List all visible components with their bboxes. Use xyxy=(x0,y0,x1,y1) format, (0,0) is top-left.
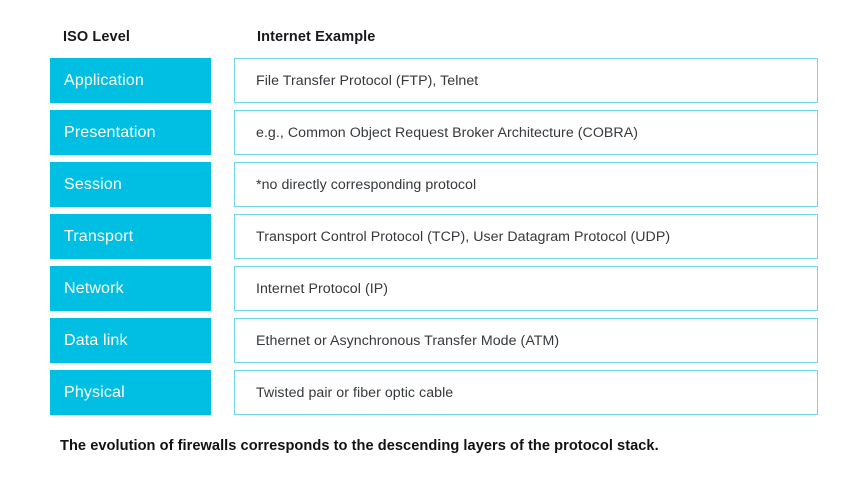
table-header-row: ISO Level Internet Example xyxy=(50,29,818,51)
row-gap xyxy=(211,214,234,259)
level-chip-physical: Physical xyxy=(50,370,211,415)
level-chip-label: Physical xyxy=(64,383,125,401)
diagram-caption: The evolution of firewalls corresponds t… xyxy=(60,438,659,454)
row-gap xyxy=(211,266,234,311)
example-box-presentation: e.g., Common Object Request Broker Archi… xyxy=(234,110,818,155)
example-box-physical: Twisted pair or fiber optic cable xyxy=(234,370,818,415)
example-text: Twisted pair or fiber optic cable xyxy=(256,384,454,401)
level-chip-session: Session xyxy=(50,162,211,207)
level-chip-label: Session xyxy=(64,175,122,193)
table-row: Presentation e.g., Common Object Request… xyxy=(50,110,818,155)
example-box-data-link: Ethernet or Asynchronous Transfer Mode (… xyxy=(234,318,818,363)
level-chip-label: Transport xyxy=(64,227,134,245)
example-text: *no directly corresponding protocol xyxy=(256,176,477,193)
column-header-internet-example: Internet Example xyxy=(257,29,376,45)
level-chip-label: Network xyxy=(64,279,124,297)
level-chip-data-link: Data link xyxy=(50,318,211,363)
level-chip-label: Data link xyxy=(64,331,128,349)
example-box-transport: Transport Control Protocol (TCP), User D… xyxy=(234,214,818,259)
table-row: Physical Twisted pair or fiber optic cab… xyxy=(50,370,818,415)
row-gap xyxy=(211,58,234,103)
table-row: Session *no directly corresponding proto… xyxy=(50,162,818,207)
column-header-iso-level: ISO Level xyxy=(63,29,130,45)
level-chip-network: Network xyxy=(50,266,211,311)
row-gap xyxy=(211,162,234,207)
table-row: Network Internet Protocol (IP) xyxy=(50,266,818,311)
level-chip-transport: Transport xyxy=(50,214,211,259)
example-text: Ethernet or Asynchronous Transfer Mode (… xyxy=(256,332,560,349)
layer-rows-container: Application File Transfer Protocol (FTP)… xyxy=(50,58,818,415)
example-text: File Transfer Protocol (FTP), Telnet xyxy=(256,72,479,89)
row-gap xyxy=(211,110,234,155)
level-chip-application: Application xyxy=(50,58,211,103)
level-chip-label: Application xyxy=(64,71,144,89)
example-text: Internet Protocol (IP) xyxy=(256,280,388,297)
example-text: e.g., Common Object Request Broker Archi… xyxy=(256,124,639,141)
table-row: Data link Ethernet or Asynchronous Trans… xyxy=(50,318,818,363)
example-box-network: Internet Protocol (IP) xyxy=(234,266,818,311)
example-box-session: *no directly corresponding protocol xyxy=(234,162,818,207)
table-row: Transport Transport Control Protocol (TC… xyxy=(50,214,818,259)
example-text: Transport Control Protocol (TCP), User D… xyxy=(256,228,671,245)
row-gap xyxy=(211,370,234,415)
table-row: Application File Transfer Protocol (FTP)… xyxy=(50,58,818,103)
example-box-application: File Transfer Protocol (FTP), Telnet xyxy=(234,58,818,103)
row-gap xyxy=(211,318,234,363)
level-chip-label: Presentation xyxy=(64,123,156,141)
level-chip-presentation: Presentation xyxy=(50,110,211,155)
